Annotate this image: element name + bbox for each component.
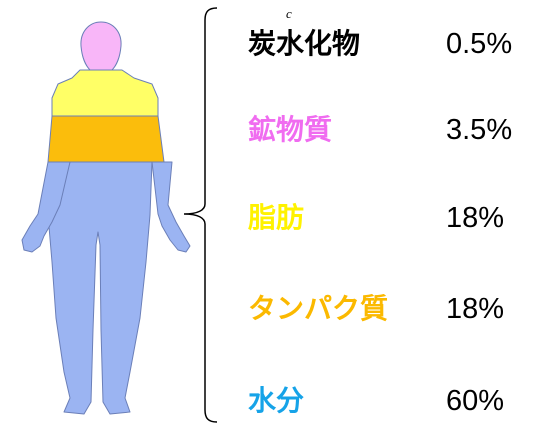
- body-right-arm-region: [151, 161, 191, 253]
- component-name-water: 水分: [248, 384, 305, 417]
- component-value-fat: 18%: [446, 202, 505, 234]
- curly-brace-shape: [183, 7, 218, 423]
- component-name-fat: 脂肪: [248, 201, 305, 234]
- body-upper-torso-region: [51, 69, 159, 117]
- superscript-marker: c: [286, 6, 292, 21]
- body-legs-region: [47, 161, 153, 415]
- component-name-carbohydrate: 炭水化物: [248, 27, 361, 60]
- component-value-protein: 18%: [446, 293, 505, 325]
- component-value-mineral: 3.5%: [446, 114, 513, 146]
- component-value-water: 60%: [446, 385, 505, 417]
- component-value-carbohydrate: 0.5%: [446, 28, 513, 60]
- component-name-mineral: 鉱物質: [248, 113, 333, 146]
- body-head-region: [80, 21, 122, 71]
- body-left-arm-region: [21, 161, 71, 253]
- component-name-protein: タンパク質: [248, 292, 389, 325]
